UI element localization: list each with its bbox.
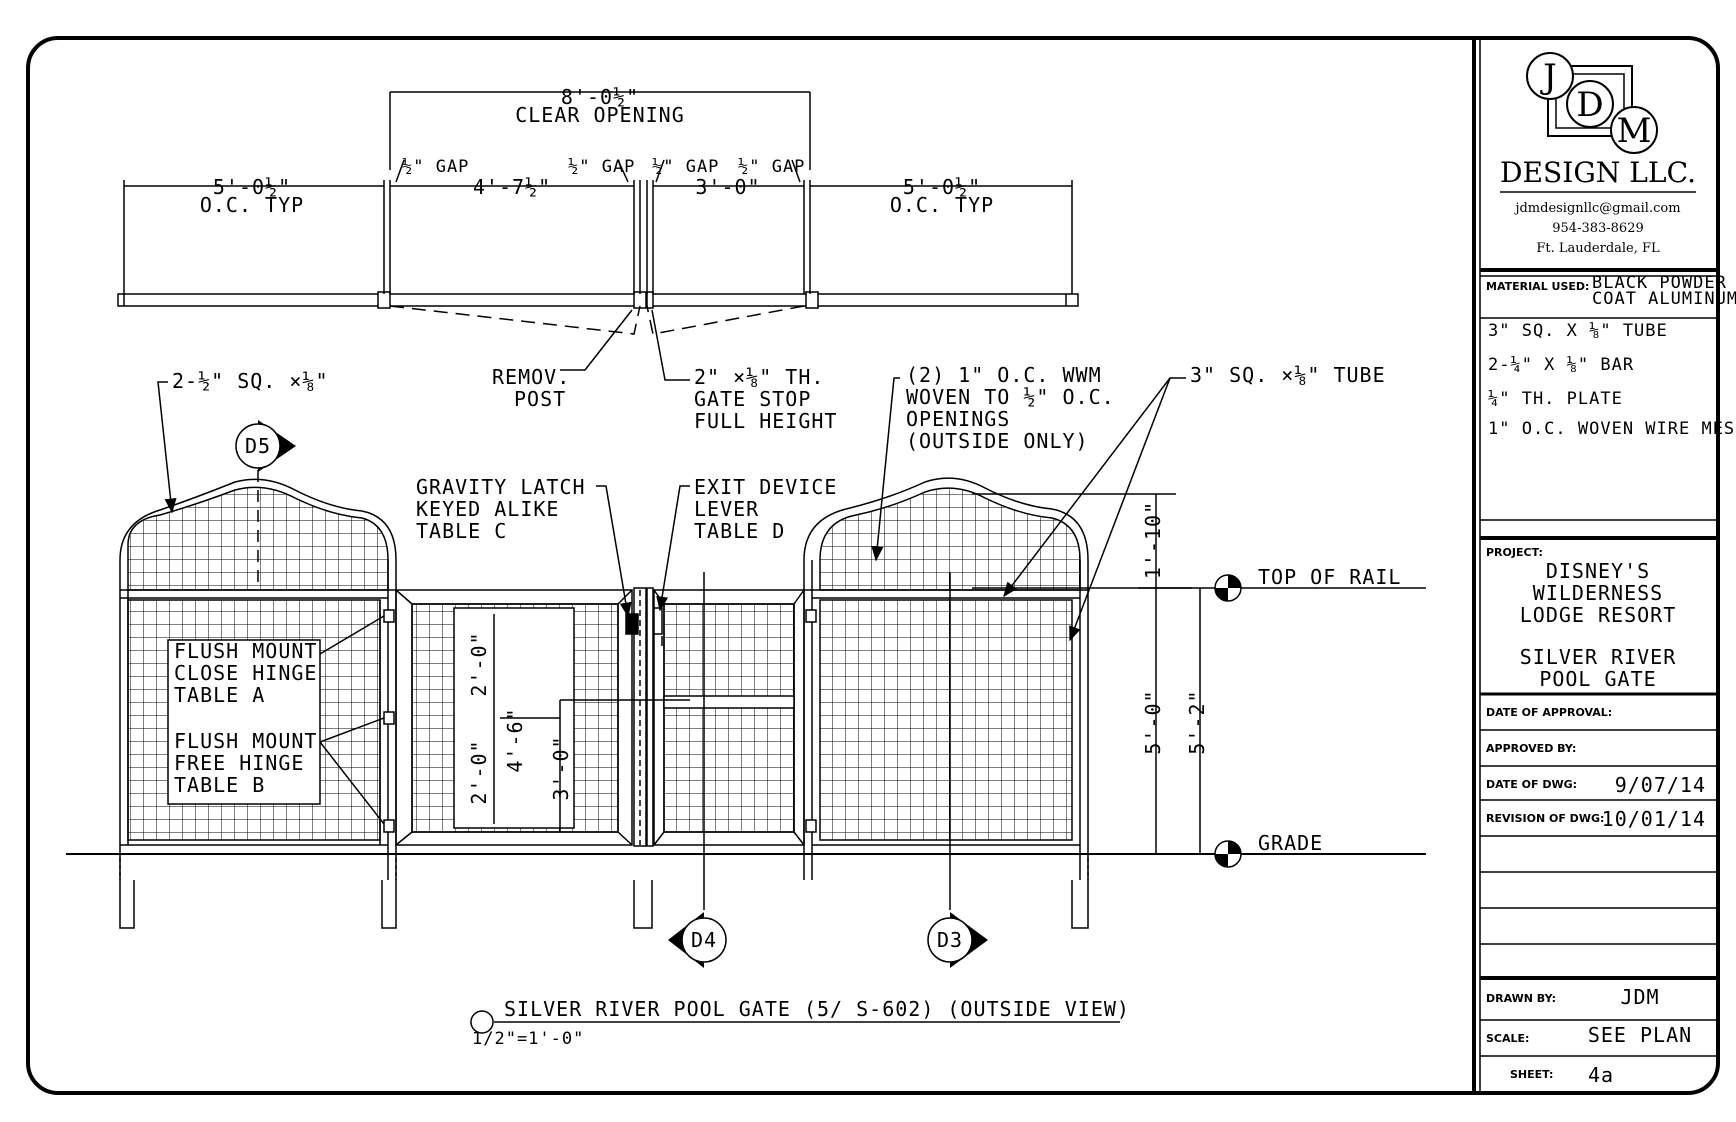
scale-label: SCALE:	[1486, 1032, 1529, 1045]
drawing-title: SILVER RIVER POOL GATE (5/ S-602) (OUTSI…	[504, 997, 1130, 1021]
upper-2-0-dim: 2'-0"	[467, 631, 491, 696]
company-logo: J D M	[1526, 52, 1658, 154]
arch-rise-dim: 1'-10"	[1141, 501, 1165, 579]
wwm-line4: (OUTSIDE ONLY)	[906, 429, 1089, 453]
material-item-1: 3" SQ. X ⅛" TUBE	[1488, 321, 1668, 341]
sq-bar-callout: 2-½" SQ. ×⅛"	[172, 369, 329, 393]
wwm-line2: WOVEN TO ½" O.C.	[906, 385, 1115, 409]
date-of-approval-label: DATE OF APPROVAL:	[1486, 706, 1612, 719]
material-item-3: ¼" TH. PLATE	[1488, 389, 1623, 409]
grade-label: GRADE	[1258, 831, 1323, 855]
hinge-note-line6: FREE HINGE	[174, 751, 304, 775]
project-name-2: WILDERNESS	[1533, 581, 1663, 605]
right-panel-label: O.C. TYP	[890, 193, 994, 217]
grade-marker	[1214, 840, 1242, 868]
svg-text:D3: D3	[937, 928, 963, 952]
gate-stop-line1: 2" ×⅛" TH.	[694, 365, 824, 389]
sheet-value: 4a	[1588, 1063, 1614, 1087]
logo-letter-m: M	[1617, 111, 1652, 151]
remov-post-line1: REMOV.	[492, 365, 570, 389]
scale-value: SEE PLAN	[1588, 1023, 1692, 1047]
project-label: PROJECT:	[1486, 546, 1543, 559]
hinge-note-line1: FLUSH MOUNT	[174, 639, 317, 663]
elevation-view	[66, 377, 1426, 929]
title-circle	[470, 1010, 494, 1034]
material-used-label: MATERIAL USED:	[1486, 280, 1589, 293]
left-leaf-dim: 4'-7½"	[473, 175, 551, 199]
section-marker-d4: D4	[668, 912, 727, 968]
wwm-line1: (2) 1" O.C. WWM	[906, 363, 1102, 387]
right-leaf-dim: 3'-0"	[695, 175, 760, 199]
svg-text:D4: D4	[691, 928, 717, 952]
company-name: DESIGN LLC.	[1500, 156, 1696, 189]
gap-label-2: ½" GAP	[568, 157, 635, 177]
revision-value: 10/01/14	[1602, 807, 1706, 831]
svg-text:D5: D5	[245, 434, 271, 458]
project-sub-2: POOL GATE	[1539, 667, 1656, 691]
project-name-1: DISNEY'S	[1546, 559, 1650, 583]
company-email: jdmdesignllc@gmail.com	[1513, 201, 1680, 216]
logo-letter-d: D	[1576, 85, 1603, 125]
plan-view	[117, 91, 1079, 381]
left-panel-label: O.C. TYP	[200, 193, 304, 217]
hinge-note-line3: TABLE A	[174, 683, 265, 707]
rail-height-dim: 5'-0"	[1141, 689, 1165, 754]
date-of-dwg-value: 9/07/14	[1615, 773, 1706, 797]
overall-height-dim: 5'-2"	[1185, 689, 1209, 754]
material-item-2: 2-¼" X ⅛" BAR	[1488, 355, 1634, 375]
title-block	[1480, 268, 1718, 1057]
company-location: Ft. Lauderdale, FL	[1536, 241, 1660, 256]
gravity-latch-line1: GRAVITY LATCH	[416, 475, 586, 499]
sheet-label: SHEET:	[1510, 1068, 1553, 1081]
section-marker-d5: D5	[235, 420, 296, 472]
exit-device-line2: LEVER	[694, 497, 759, 521]
gap-label-1: ½" GAP	[402, 157, 469, 177]
exit-device-line1: EXIT DEVICE	[694, 475, 837, 499]
lower-2-0-dim: 2'-0"	[467, 739, 491, 804]
sheet-border	[26, 36, 1720, 1095]
gravity-latch-line2: KEYED ALIKE	[416, 497, 559, 521]
project-name-3: LODGE RESORT	[1520, 603, 1677, 627]
exit-device-line3: TABLE D	[694, 519, 785, 543]
remov-post-line2: POST	[514, 387, 566, 411]
material-used-value-2: COAT ALUMINUM	[1592, 289, 1736, 309]
clear-opening-label: CLEAR OPENING	[515, 103, 685, 127]
right-panel-dim: 5'-0½"	[903, 175, 981, 199]
drawn-by-value: JDM	[1620, 985, 1659, 1009]
revision-label: REVISION OF DWG:	[1486, 812, 1604, 825]
section-marker-d3: D3	[927, 912, 988, 968]
date-of-dwg-label: DATE OF DWG:	[1486, 778, 1577, 791]
gap-label-3: ½" GAP	[652, 157, 719, 177]
gap-label-4: ½" GAP	[738, 157, 805, 177]
drawing-scale: 1/2"=1'-0"	[472, 1029, 584, 1049]
tube-callout: 3" SQ. ×⅛" TUBE	[1190, 363, 1386, 387]
wwm-line3: OPENINGS	[906, 407, 1010, 431]
gravity-latch-line3: TABLE C	[416, 519, 507, 543]
leaf-4-6-dim: 4'-6"	[503, 707, 527, 772]
project-sub-1: SILVER RIVER	[1520, 645, 1677, 669]
material-item-4: 1" O.C. WOVEN WIRE MESH	[1488, 419, 1736, 439]
logo-letter-j: J	[1540, 57, 1557, 97]
gate-stop-line2: GATE STOP	[694, 387, 811, 411]
top-of-rail-marker	[1214, 574, 1242, 602]
hinge-note-line2: CLOSE HINGE	[174, 661, 317, 685]
drawn-by-label: DRAWN BY:	[1486, 992, 1556, 1005]
gate-stop-line3: FULL HEIGHT	[694, 409, 837, 433]
approved-by-label: APPROVED BY:	[1486, 742, 1576, 755]
leaf-3-0-dim: 3'-0"	[549, 735, 573, 800]
left-panel-dim: 5'-0½"	[213, 175, 291, 199]
hinge-note-line7: TABLE B	[174, 773, 265, 797]
clear-opening-dim: 8'-0½"	[561, 85, 639, 109]
hinge-note-line5: FLUSH MOUNT	[174, 729, 317, 753]
material-used-value-1: BLACK POWDER	[1592, 273, 1727, 293]
company-phone: 954-383-8629	[1552, 221, 1644, 236]
top-of-rail-label: TOP OF RAIL	[1258, 565, 1401, 589]
